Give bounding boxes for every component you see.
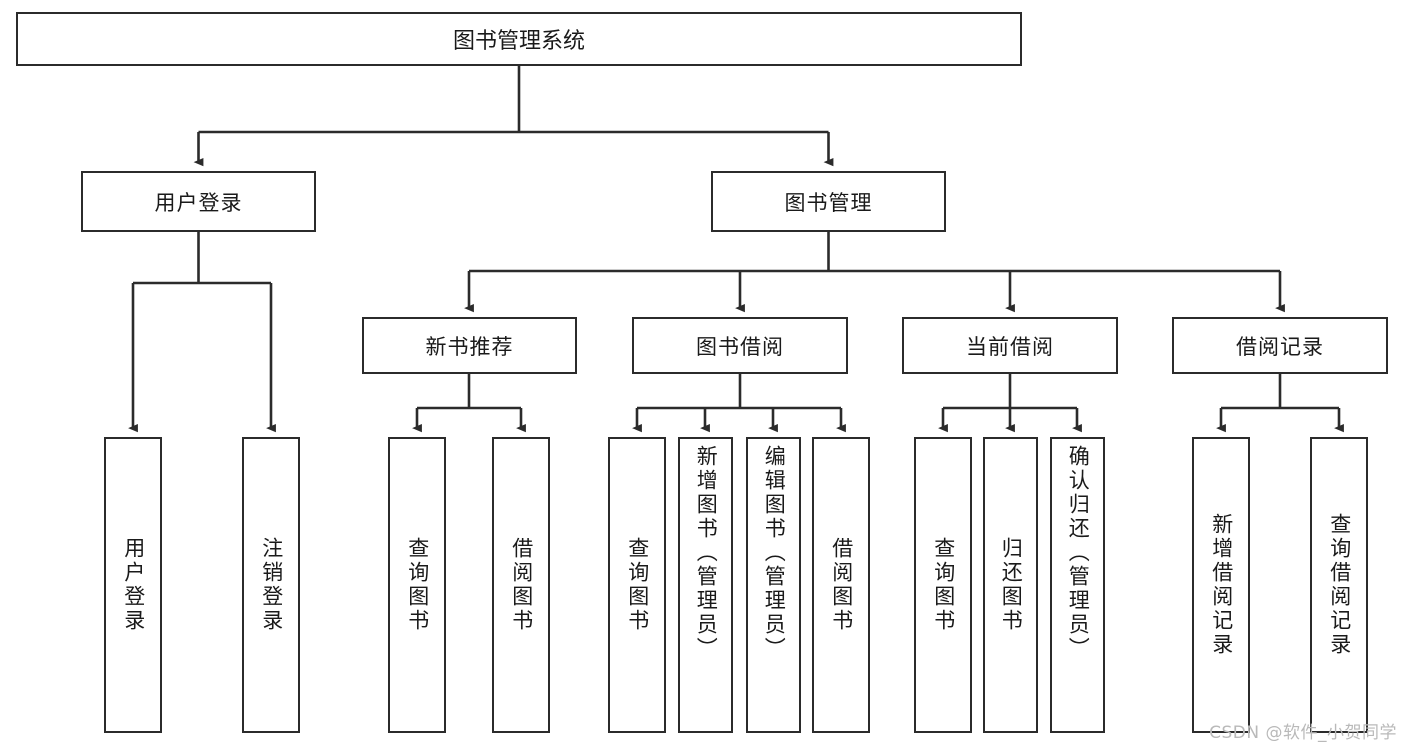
node-borrow-record[interactable]: 借阅记录 [1172, 317, 1388, 374]
leaf-query-borrow-record-label: 查询借阅记录 [1327, 513, 1352, 657]
leaf-query-book-rec[interactable]: 查询图书 [388, 437, 446, 733]
leaf-borrow-book-borrow[interactable]: 借阅图书 [812, 437, 870, 733]
leaf-add-borrow-record-label: 新增借阅记录 [1209, 513, 1234, 657]
leaf-logout-label: 注销登录 [259, 537, 284, 633]
node-book-borrow-label: 图书借阅 [696, 334, 784, 359]
leaf-return-book[interactable]: 归还图书 [983, 437, 1038, 733]
leaf-query-book-borrow-label: 查询图书 [625, 537, 650, 633]
node-user-login-label: 用户登录 [154, 190, 243, 215]
node-current-borrow-label: 当前借阅 [966, 334, 1054, 359]
node-book-management-label: 图书管理 [784, 190, 873, 215]
leaf-return-book-label: 归还图书 [999, 537, 1024, 633]
node-borrow-record-label: 借阅记录 [1236, 334, 1324, 359]
node-user-login[interactable]: 用户登录 [81, 171, 316, 232]
leaf-edit-book-admin[interactable]: 编辑图书（管理员） [746, 437, 801, 733]
node-new-book-recommend[interactable]: 新书推荐 [362, 317, 577, 374]
node-new-book-recommend-label: 新书推荐 [425, 334, 514, 359]
leaf-edit-book-admin-label: 编辑图书（管理员） [762, 445, 787, 661]
node-book-borrow[interactable]: 图书借阅 [632, 317, 848, 374]
leaf-add-book-admin-label: 新增图书（管理员） [694, 445, 719, 661]
leaf-logout[interactable]: 注销登录 [242, 437, 300, 733]
leaf-borrow-book-rec-label: 借阅图书 [509, 537, 534, 633]
leaf-user-login-label: 用户登录 [121, 537, 146, 633]
leaf-query-book-current[interactable]: 查询图书 [914, 437, 972, 733]
leaf-query-borrow-record[interactable]: 查询借阅记录 [1310, 437, 1368, 733]
leaf-add-book-admin[interactable]: 新增图书（管理员） [678, 437, 733, 733]
leaf-confirm-return-admin-label: 确认归还（管理员） [1066, 445, 1091, 661]
leaf-borrow-book-rec[interactable]: 借阅图书 [492, 437, 550, 733]
leaf-query-book-rec-label: 查询图书 [405, 537, 430, 633]
leaf-confirm-return-admin[interactable]: 确认归还（管理员） [1050, 437, 1105, 733]
leaf-add-borrow-record[interactable]: 新增借阅记录 [1192, 437, 1250, 733]
leaf-borrow-book-borrow-label: 借阅图书 [829, 537, 854, 633]
node-book-management[interactable]: 图书管理 [711, 171, 946, 232]
node-current-borrow[interactable]: 当前借阅 [902, 317, 1118, 374]
node-root-label: 图书管理系统 [452, 29, 585, 54]
leaf-query-book-borrow[interactable]: 查询图书 [608, 437, 666, 733]
leaf-query-book-current-label: 查询图书 [931, 537, 956, 633]
node-root[interactable]: 图书管理系统 [16, 12, 1022, 66]
leaf-user-login[interactable]: 用户登录 [104, 437, 162, 733]
